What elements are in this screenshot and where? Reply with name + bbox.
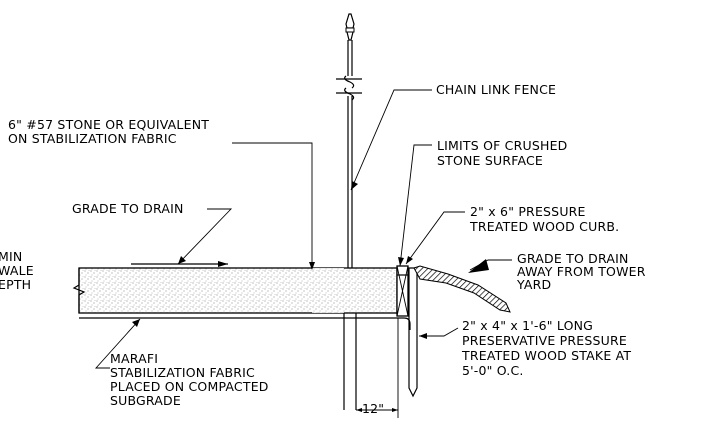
stabilization-fabric — [79, 317, 411, 330]
label-line: SUBGRADE — [110, 393, 181, 408]
grade-slope — [413, 265, 511, 313]
label-line: 2" x 6" PRESSURE — [470, 204, 586, 219]
label-line: LIMITS OF CRUSHED — [437, 138, 568, 153]
leader-lines — [94, 89, 512, 369]
grade-to-drain-label: GRADE TO DRAIN — [72, 201, 184, 216]
label-line: 6" #57 STONE OR EQUIVALENT — [8, 117, 209, 132]
chain-link-fence-post — [336, 13, 362, 410]
label-line: AWAY FROM TOWER — [517, 264, 646, 279]
label-line: PRESERVATIVE PRESSURE — [462, 333, 627, 348]
crushed-stone-layer — [72, 267, 398, 314]
label-line: CHAIN LINK FENCE — [436, 82, 556, 97]
label-line: 12" — [362, 401, 384, 416]
label-line: YARD — [516, 277, 551, 292]
label-line: GRADE TO DRAIN — [517, 251, 629, 266]
label-line: MIN — [0, 249, 22, 264]
wood-stake — [408, 267, 418, 398]
label-line: PLACED ON COMPACTED — [110, 379, 269, 394]
label-line: MARAFI — [110, 351, 158, 366]
label-line: ON STABILIZATION FABRIC — [8, 131, 177, 146]
label-line: STABILIZATION FABRIC — [110, 365, 255, 380]
label-line: 5'-0" O.C. — [462, 363, 524, 378]
wood-curb — [396, 265, 409, 317]
label-line: TREATED WOOD STAKE AT — [461, 348, 631, 363]
label-line: TREATED WOOD CURB. — [469, 219, 619, 234]
dimension-label: 12" — [362, 401, 384, 416]
label-line: GRADE TO DRAIN — [72, 201, 184, 216]
dimension-12in: 12" — [356, 318, 399, 418]
chain-link-fence-label: CHAIN LINK FENCE — [436, 82, 556, 97]
label-line: STONE SURFACE — [437, 153, 543, 168]
grade-to-drain-arrow — [131, 261, 228, 267]
label-line: WALE — [0, 263, 34, 278]
label-line: EPTH — [0, 277, 31, 292]
label-line: 2" x 4" x 1'-6" LONG — [462, 318, 593, 333]
